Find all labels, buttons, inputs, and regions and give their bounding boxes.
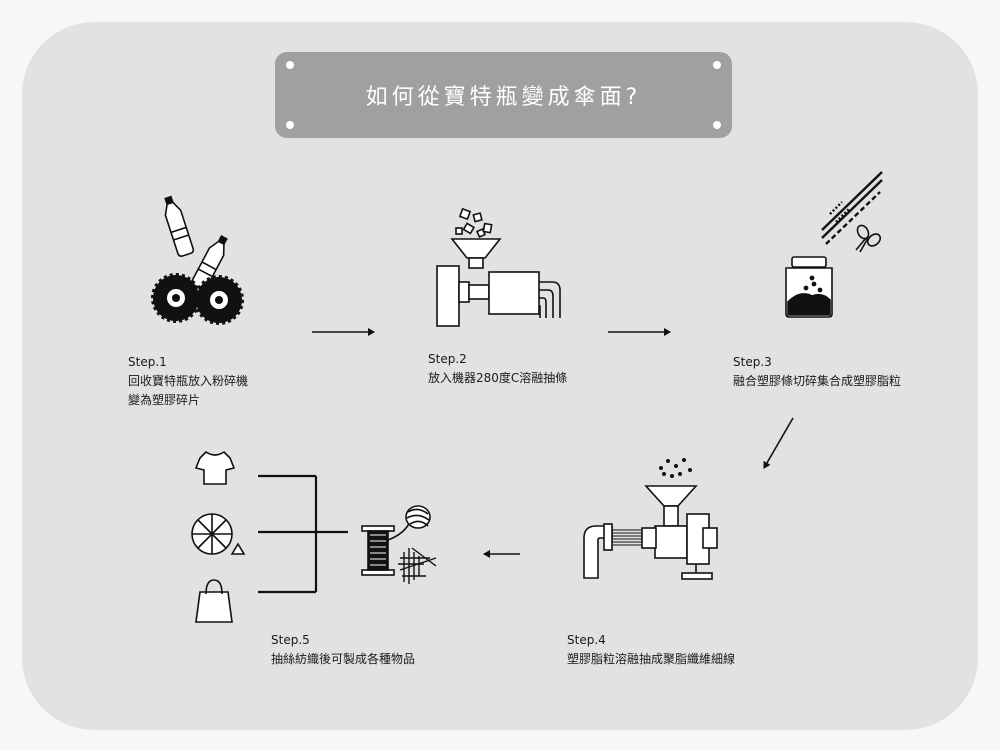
shopping-bag-icon — [195, 579, 233, 623]
rivet-icon — [713, 121, 721, 129]
page-title: 如何從寶特瓶變成傘面? — [365, 85, 642, 110]
diagram-panel — [22, 22, 978, 730]
output-bracket — [258, 474, 348, 594]
rivet-icon — [286, 61, 294, 69]
umbrella-icon — [191, 513, 246, 555]
extruder-machine-icon — [436, 207, 561, 327]
step-2-description: Step.2 放入機器280度C溶融抽條 — [428, 350, 567, 388]
pellet-strips — [821, 171, 883, 245]
rivet-icon — [713, 61, 721, 69]
t-shirt-icon — [194, 450, 236, 485]
step-line: 融合塑膠條切碎集合成塑膠脂粒 — [733, 374, 902, 388]
step-label: Step.1 — [128, 355, 167, 369]
woven-fabric-icon — [398, 547, 437, 584]
step-3-description: Step.3 融合塑膠條切碎集合成塑膠脂粒 — [733, 353, 901, 391]
step-label: Step.3 — [733, 355, 772, 369]
pellet-jar-icon — [785, 256, 833, 318]
title-box: 如何從寶特瓶變成傘面? — [275, 52, 732, 138]
thread-spool-icon — [361, 521, 411, 576]
step-line: 抽絲紡織後可製成各種物品 — [271, 652, 416, 666]
fiber-spinner-machine-icon — [583, 458, 718, 580]
scissors-icon — [855, 224, 882, 253]
step-line: 放入機器280度C溶融抽條 — [428, 371, 568, 385]
rivet-icon — [286, 121, 294, 129]
step-line: 塑膠脂粒溶融抽成聚脂纖維細線 — [567, 652, 736, 666]
shredder-gear-icon — [194, 275, 244, 325]
flow-arrow-icon — [763, 417, 794, 469]
step-line: 回收寶特瓶放入粉碎機 — [128, 374, 249, 388]
step-label: Step.2 — [428, 352, 467, 366]
step-label: Step.4 — [567, 633, 606, 647]
step-label: Step.5 — [271, 633, 310, 647]
plastic-bottle-icon — [164, 195, 195, 257]
shredder-gear-icon — [151, 273, 201, 323]
step-5-description: Step.5 抽絲紡織後可製成各種物品 — [271, 631, 415, 669]
yarn-ball-icon — [405, 505, 431, 529]
step-line: 變為塑膠碎片 — [128, 393, 201, 407]
step-4-description: Step.4 塑膠脂粒溶融抽成聚脂纖維細線 — [567, 631, 735, 669]
step-1-description: Step.1 回收寶特瓶放入粉碎機 變為塑膠碎片 — [128, 353, 248, 410]
